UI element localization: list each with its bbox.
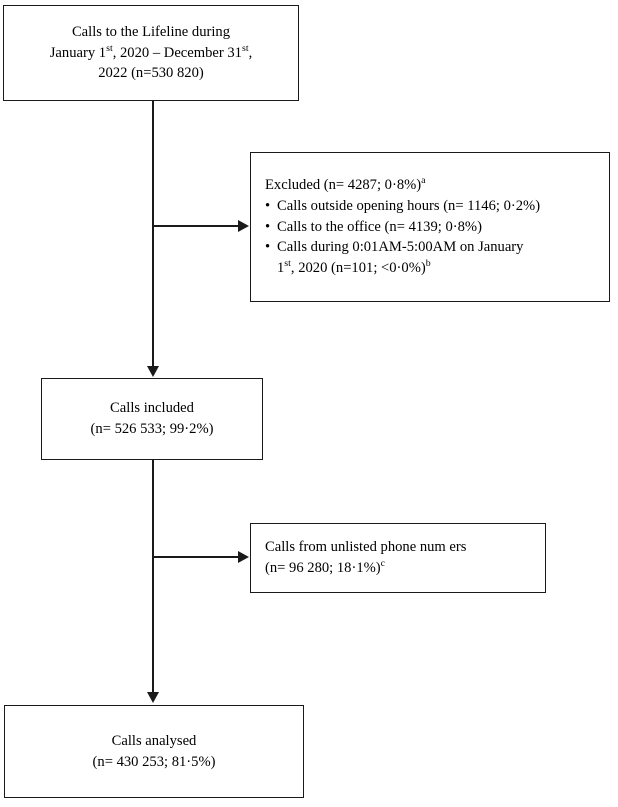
excluded-reason-3-text-line-1: Calls during 0:01AM-5:00AM on January	[277, 239, 524, 256]
box-unlisted-line-1: Calls from unlisted phone num ers	[265, 539, 467, 556]
bullet-icon: •	[265, 197, 271, 214]
enrolled-date-post: ,	[248, 44, 253, 61]
connector-enrolled-to-included-arrow	[146, 366, 159, 377]
box-unlisted-line-2: (n= 96 280; 18·1%)c	[265, 558, 535, 579]
connector-included-to-analysed-line	[152, 460, 154, 693]
box-calls-included-line-2: (n= 526 533; 99·2%)	[90, 421, 214, 437]
excluded-reason-1-text: Calls outside opening hours (n= 1146; 0·…	[277, 197, 541, 214]
connector-excluded-branch-line	[152, 225, 238, 227]
excluded-reason-3-date-sup: st	[284, 258, 291, 270]
box-calls-analysed-line-2: (n= 430 253; 81·5%)	[92, 753, 216, 770]
connector-enrolled-to-included-line	[152, 101, 154, 367]
excluded-reason-2-text: Calls to the office (n= 4139; 0·8%)	[277, 218, 482, 235]
excluded-heading-footnote-marker: a	[421, 175, 426, 187]
unlisted-count-text: (n= 96 280; 18·1%)	[265, 560, 381, 576]
box-calls-to-lifeline-line-2: January 1st, 2020 – December 31st,	[12, 43, 290, 64]
list-item: • Calls to the office (n= 4139; 0·8%)	[265, 217, 599, 238]
enrolled-date-pre: January 1	[49, 44, 107, 61]
box-calls-analysed-line-1: Calls analysed	[111, 732, 197, 749]
box-excluded-heading: Excluded (n= 4287; 0·8%)a	[265, 175, 599, 196]
connector-included-to-analysed-arrow	[146, 692, 159, 703]
bullet-icon: •	[265, 218, 271, 235]
bullet-icon: •	[265, 239, 271, 256]
enrolled-date-mid: , 2020 – December 31	[112, 44, 242, 61]
box-calls-included-line-1: Calls included	[110, 400, 194, 417]
box-calls-to-lifeline: Calls to the Lifeline during January 1st…	[3, 5, 299, 101]
box-unlisted-phone-numbers: Calls from unlisted phone num ers (n= 96…	[250, 523, 546, 593]
box-excluded: Excluded (n= 4287; 0·8%)a • Calls outside…	[250, 152, 610, 302]
list-item: • Calls during 0:01AM-5:00AM on January 1s…	[265, 237, 599, 278]
connector-excluded-branch-arrow	[238, 219, 249, 232]
connector-unlisted-branch-arrow	[238, 550, 249, 563]
box-excluded-reason-list: • Calls outside opening hours (n= 1146; 0…	[265, 196, 599, 279]
excluded-reason-3-date-post: , 2020 (n=101; <0·0%)	[290, 260, 426, 277]
box-calls-included: Calls included (n= 526 533; 99·2%)	[41, 378, 263, 460]
unlisted-footnote-marker: c	[380, 558, 386, 570]
excluded-heading-text: Excluded (n= 4287; 0·8%)	[265, 177, 422, 194]
connector-unlisted-branch-line	[152, 556, 238, 558]
box-calls-to-lifeline-line-3: 2022 (n=530 820)	[98, 65, 204, 82]
box-calls-analysed: Calls analysed (n= 430 253; 81·5%)	[4, 705, 304, 798]
excluded-reason-3-footnote-marker: b	[425, 258, 431, 270]
excluded-reason-3-date-pre: 1	[277, 260, 285, 277]
enrolled-date-sup-2: st	[241, 42, 249, 54]
list-item: • Calls outside opening hours (n= 1146; 0…	[265, 196, 599, 217]
box-calls-to-lifeline-line-1: Calls to the Lifeline during	[71, 23, 231, 40]
enrolled-date-sup-1: st	[106, 42, 113, 54]
